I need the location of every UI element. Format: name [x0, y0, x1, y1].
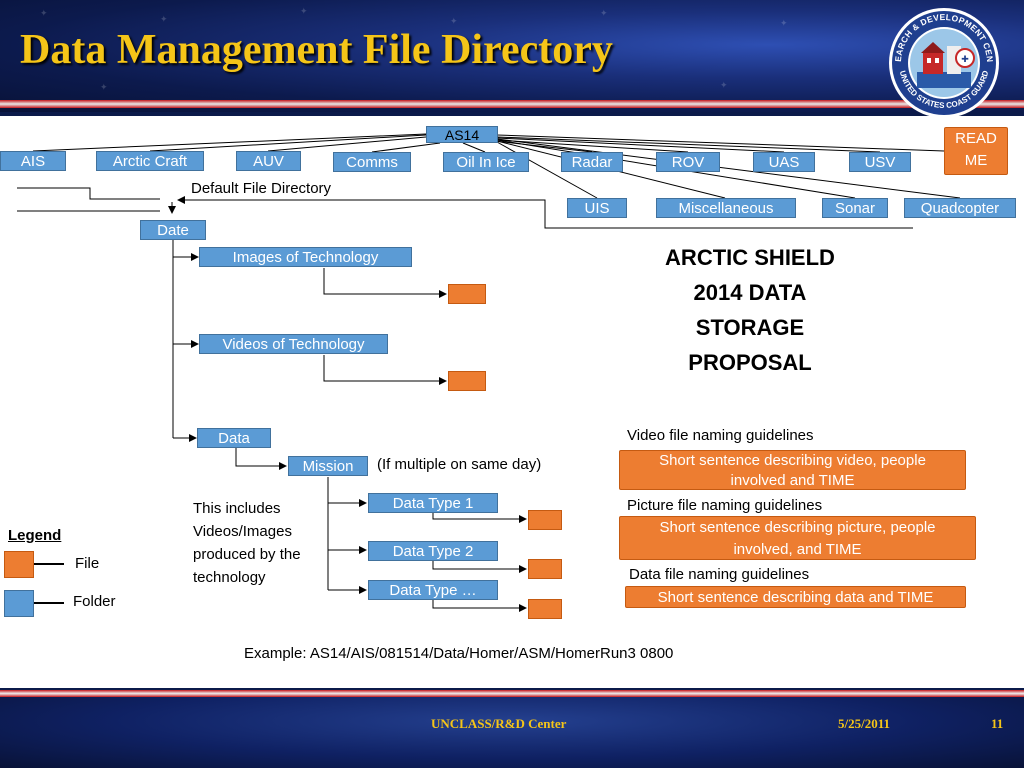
folder-radar[interactable]: Radar [561, 152, 623, 172]
file-data-type-1[interactable] [528, 510, 562, 530]
proposal-line: PROPOSAL [688, 350, 812, 375]
picture-guidelines-title: Picture file naming guidelines [627, 497, 823, 514]
video-guidelines-line: involved and TIME [730, 472, 855, 489]
folder-data-type-2[interactable]: Data Type 2 [368, 541, 498, 561]
svg-text:✚: ✚ [961, 54, 969, 64]
data-guidelines-title: Data file naming guidelines [629, 566, 810, 583]
star-decoration: ✦ [780, 18, 788, 28]
folder-uis[interactable]: UIS [567, 198, 627, 218]
legend-folder-swatch [4, 590, 34, 617]
proposal-line: ARCTIC SHIELD [665, 245, 835, 270]
star-decoration: ✦ [40, 8, 48, 18]
mission-note: (If multiple on same day) [377, 456, 542, 473]
readme-line-2: ME [964, 152, 988, 169]
folder-date[interactable]: Date [140, 220, 206, 240]
includes-note-line: produced by the [193, 546, 301, 563]
folder-comms[interactable]: Comms [333, 152, 411, 172]
coast-guard-rd-center-seal-icon: ✚ RESEARCH & DEVELOPMENT CENTER UNITED S… [887, 6, 999, 118]
footer-stripe [0, 690, 1024, 697]
includes-note-line: This includes [193, 500, 281, 517]
star-decoration: ✦ [720, 80, 728, 90]
folder-sonar[interactable]: Sonar [822, 198, 888, 218]
folder-data-type-n[interactable]: Data Type … [368, 580, 498, 600]
proposal-heading: ARCTIC SHIELD 2014 DATA STORAGE PROPOSAL [630, 240, 870, 380]
folder-as14[interactable]: AS14 [426, 126, 498, 143]
header-stripe [0, 100, 1024, 108]
folder-data[interactable]: Data [197, 428, 271, 448]
folder-uas[interactable]: UAS [753, 152, 815, 172]
folder-rov[interactable]: ROV [656, 152, 720, 172]
page-title: Data Management File Directory [20, 27, 613, 73]
star-decoration: ✦ [160, 14, 168, 24]
page-number: 11 [991, 716, 1004, 731]
folder-quadcopter[interactable]: Quadcopter [904, 198, 1016, 218]
star-decoration: ✦ [600, 8, 608, 18]
file-video[interactable] [448, 371, 486, 391]
folder-mission[interactable]: Mission [288, 456, 368, 476]
footer-classification: UNCLASS/R&D Center [431, 716, 567, 731]
slide-header: ✦ ✦ ✦ ✦ ✦ ✦ ✦ ✦ Data Management File Dir… [0, 0, 1024, 112]
folder-usv[interactable]: USV [849, 152, 911, 172]
star-decoration: ✦ [300, 6, 308, 16]
legend-file-swatch [4, 551, 34, 578]
folder-miscellaneous[interactable]: Miscellaneous [656, 198, 796, 218]
file-data-type-n[interactable] [528, 599, 562, 619]
includes-note-line: technology [193, 569, 266, 586]
proposal-line: STORAGE [695, 315, 805, 340]
footer-date: 5/25/2011 [838, 716, 891, 731]
folder-videos-of-technology[interactable]: Videos of Technology [199, 334, 388, 354]
legend-file-label: File [75, 555, 100, 572]
picture-guidelines-line: Short sentence describing picture, peopl… [659, 519, 936, 536]
picture-guidelines-box: Short sentence describing picture, peopl… [619, 516, 976, 560]
star-decoration: ✦ [450, 16, 458, 26]
includes-note-line: Videos/Images [193, 523, 292, 540]
folder-arctic-craft[interactable]: Arctic Craft [96, 151, 204, 171]
folder-oil-in-ice[interactable]: Oil In Ice [443, 152, 529, 172]
legend-folder-label: Folder [73, 593, 116, 610]
folder-auv[interactable]: AUV [236, 151, 301, 171]
video-guidelines-line: Short sentence describing video, people [659, 452, 926, 469]
video-guidelines-box: Short sentence describing video, people … [619, 450, 966, 490]
folder-data-type-1[interactable]: Data Type 1 [368, 493, 498, 513]
example-path: Example: AS14/AIS/081514/Data/Homer/ASM/… [244, 645, 674, 662]
includes-note: This includes Videos/Images produced by … [193, 497, 301, 589]
picture-guidelines-line: involved, and TIME [733, 541, 862, 558]
data-guidelines-box: Short sentence describing data and TIME [625, 586, 966, 608]
folder-images-of-technology[interactable]: Images of Technology [199, 247, 412, 267]
folder-ais[interactable]: AIS [0, 151, 66, 171]
readme-file[interactable]: READ ME [944, 127, 1008, 175]
proposal-line: 2014 DATA [693, 280, 807, 305]
slide-footer: UNCLASS/R&D Center 5/25/2011 11 [0, 690, 1024, 768]
video-guidelines-title: Video file naming guidelines [627, 427, 814, 444]
star-decoration: ✦ [100, 82, 108, 92]
file-data-type-2[interactable] [528, 559, 562, 579]
default-file-directory-label: Default File Directory [191, 180, 332, 197]
file-image[interactable] [448, 284, 486, 304]
readme-line-1: READ [955, 130, 997, 147]
legend-title: Legend [8, 527, 62, 544]
